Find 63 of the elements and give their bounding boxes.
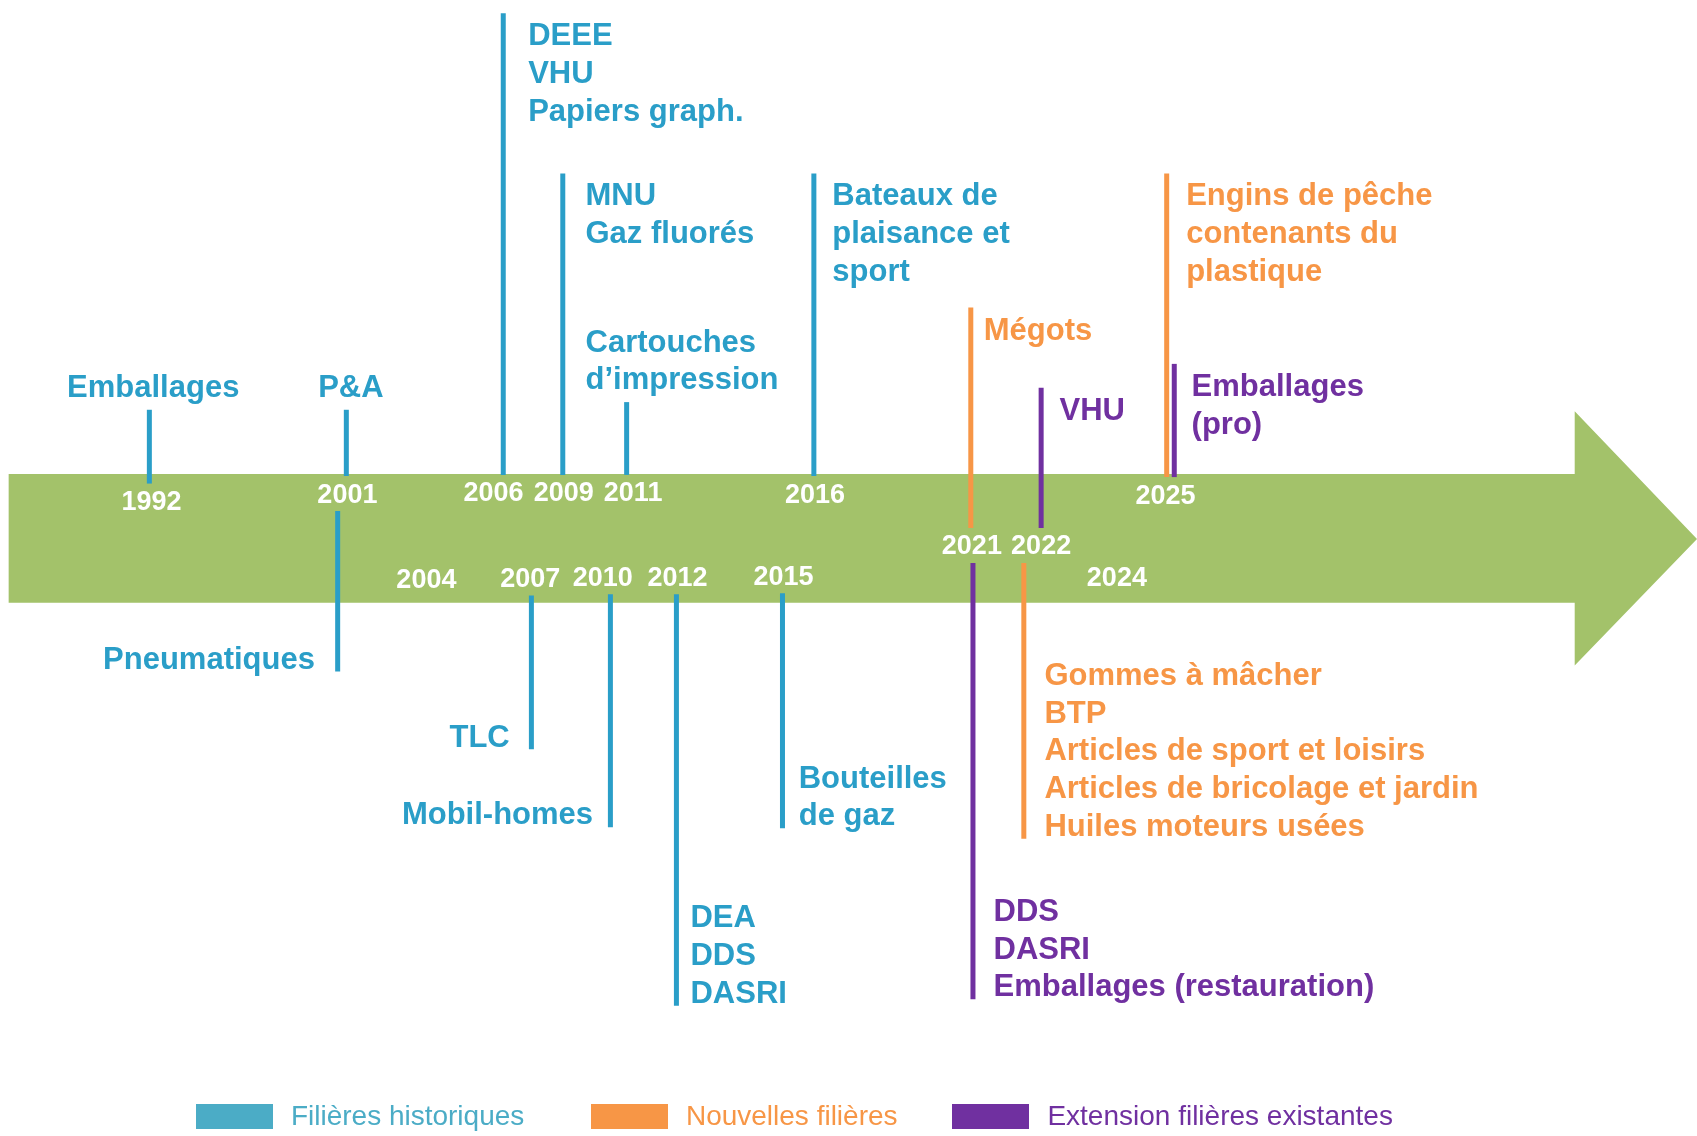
year-label: 2015 bbox=[753, 560, 814, 592]
year-label: 2024 bbox=[1086, 561, 1147, 593]
sector-label: Bateaux de plaisance et sport bbox=[832, 176, 1011, 290]
tick-line bbox=[811, 173, 817, 476]
sector-label: BTP bbox=[1044, 693, 1108, 732]
tick-line bbox=[528, 595, 534, 750]
sector-label: Emballages (restauration) bbox=[993, 967, 1375, 1006]
sector-label: Mégots bbox=[983, 310, 1093, 349]
sector-label: Cartouches d’impression bbox=[585, 322, 780, 399]
sector-label: VHU bbox=[1059, 390, 1125, 429]
sector-label: Gommes à mâcher bbox=[1044, 655, 1323, 694]
sector-label: Engins de pêche contenants du plastique bbox=[1186, 176, 1434, 290]
sector-label: Articles de sport et loisirs bbox=[1044, 731, 1427, 770]
year-label: 1992 bbox=[121, 485, 182, 517]
tick-line bbox=[146, 409, 152, 484]
legend-label: Extension filières existantes bbox=[1047, 1100, 1393, 1132]
sector-label: DASRI bbox=[690, 973, 787, 1012]
tick-line bbox=[673, 594, 679, 1006]
year-label: 2021 bbox=[941, 529, 1002, 561]
legend-label: Nouvelles filières bbox=[685, 1100, 898, 1132]
sector-label: DDS bbox=[993, 891, 1060, 930]
sector-label: DDS bbox=[690, 936, 757, 974]
year-label: 2009 bbox=[533, 476, 594, 508]
sector-label: Bouteilles de gaz bbox=[798, 758, 948, 835]
year-label: 2007 bbox=[500, 562, 561, 594]
sector-label: Papiers graph. bbox=[528, 91, 744, 130]
year-label: 2001 bbox=[317, 478, 378, 509]
sector-label: DASRI bbox=[993, 929, 1091, 968]
tick-line bbox=[343, 409, 349, 476]
year-label: 2010 bbox=[572, 561, 633, 593]
sector-label: Emballages (pro) bbox=[1191, 366, 1365, 443]
sector-label: Pneumatiques bbox=[103, 639, 315, 678]
year-label: 2016 bbox=[784, 478, 845, 509]
year-label: 2022 bbox=[1011, 529, 1072, 561]
sector-label: Articles de bricolage et jardin bbox=[1044, 769, 1479, 808]
year-label: 2025 bbox=[1135, 479, 1196, 511]
tick-line bbox=[607, 594, 613, 828]
year-label: 2012 bbox=[647, 561, 708, 593]
tick-line bbox=[780, 593, 785, 829]
tick-line bbox=[1038, 387, 1044, 528]
sector-label: VHU bbox=[528, 54, 595, 92]
sector-label: Huiles moteurs usées bbox=[1044, 807, 1366, 845]
sector-label: Emballages bbox=[67, 367, 240, 406]
sector-label: DEEE bbox=[528, 16, 614, 54]
sector-label: Mobil-homes bbox=[401, 795, 594, 834]
tick-line bbox=[1164, 173, 1170, 478]
year-label: 2006 bbox=[463, 476, 524, 508]
tick-line bbox=[1021, 562, 1027, 839]
sector-label: DEA bbox=[690, 898, 757, 937]
tick-line bbox=[1171, 363, 1177, 478]
tick-line bbox=[560, 173, 566, 475]
sector-label: Gaz fluorés bbox=[585, 214, 755, 252]
sector-label: TLC bbox=[449, 717, 510, 756]
tick-line bbox=[624, 402, 630, 475]
sector-label: P&A bbox=[318, 367, 384, 406]
sector-label: MNU bbox=[585, 176, 658, 215]
tick-line bbox=[968, 307, 974, 528]
tick-line bbox=[335, 511, 341, 672]
tick-line bbox=[500, 13, 506, 475]
tick-line bbox=[970, 562, 976, 1000]
legend-label: Filières historiques bbox=[290, 1100, 525, 1132]
year-label: 2011 bbox=[603, 476, 663, 508]
year-label: 2004 bbox=[396, 563, 457, 595]
